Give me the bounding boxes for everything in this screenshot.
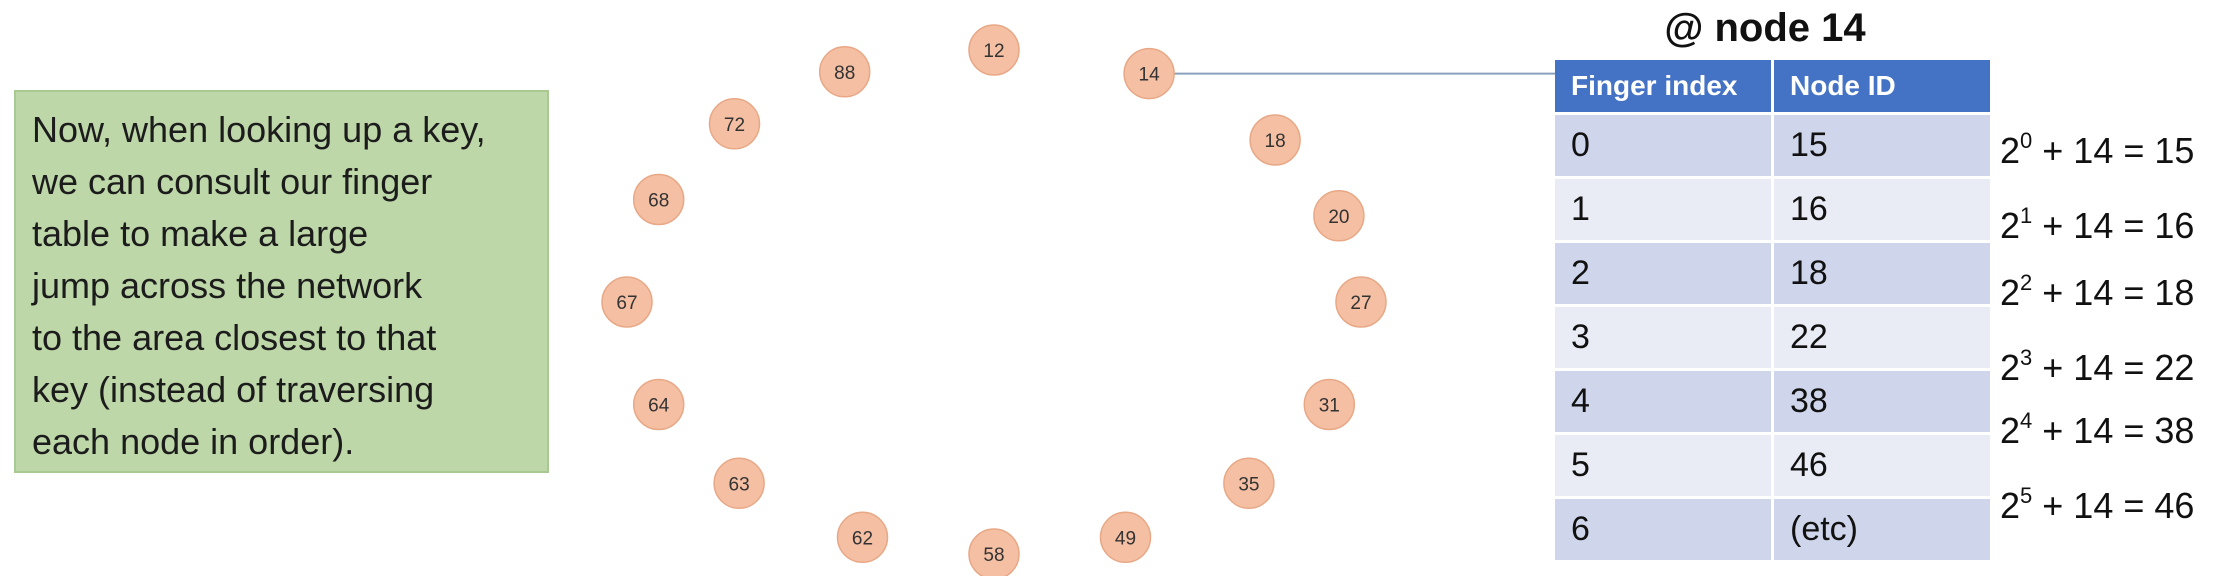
ring-node-label: 12 [983,41,1004,62]
ring-node-circle [968,528,1020,576]
table-row: 6 (etc) [1555,496,1993,560]
finger-index-cell: 3 [1555,304,1774,370]
table-row: 2 18 [1555,240,1993,306]
node-id-cell: 46 [1772,432,1993,498]
chord-ring-diagram: 12 14 18 20 27 31 35 49 58 62 63 64 67 68 72 88 [601,24,1555,576]
ring-node-20: 20 [1313,190,1365,242]
ring-node-circle [1249,114,1301,166]
ring-node-circle [713,457,765,510]
ring-node-63: 63 [713,457,765,510]
ring-node-label: 67 [616,293,637,314]
ring-node-label: 49 [1115,528,1136,549]
ring-node-circle [1123,47,1175,100]
ring-node-35: 35 [1223,457,1275,510]
ring-node-18: 18 [1249,114,1301,166]
ring-node-circle [1099,511,1152,564]
ring-node-label: 27 [1350,293,1371,314]
ring-node-label: 18 [1265,131,1286,152]
node-id-cell: (etc) [1772,496,1993,560]
finger-index-cell: 6 [1555,496,1774,560]
ring-node-label: 31 [1319,396,1340,417]
finger-formula: 25 + 14 = 46 [2000,483,2195,526]
note-line: each node in order). [32,421,355,462]
ring-node-label: 72 [724,115,745,136]
ring-node-62: 62 [836,511,889,564]
ring-node-67: 67 [601,276,653,328]
ring-node-circle [968,24,1020,76]
ring-node-label: 88 [834,63,855,84]
ring-node-label: 62 [852,528,873,549]
ring-node-circle [818,46,871,98]
explanation-note: Now, when looking up a key, we can consu… [14,90,549,473]
table-row: 3 22 [1555,304,1993,370]
ring-node-circle [601,276,653,328]
note-line: Now, when looking up a key, [32,109,486,150]
note-line: table to make a large [32,213,369,254]
ring-node-31: 31 [1303,378,1356,431]
ring-node-14: 14 [1123,47,1175,100]
ring-node-circle [632,173,685,226]
ring-node-circle [836,511,889,564]
header-finger-index: Finger index [1555,60,1774,114]
table-row: 5 46 [1555,432,1993,498]
ring-node-circle [1303,378,1356,431]
ring-node-49: 49 [1099,511,1152,564]
table-row: 1 16 [1555,176,1993,242]
ring-node-label: 14 [1139,65,1161,86]
ring-node-27: 27 [1335,276,1387,328]
finger-index-cell: 1 [1555,176,1774,242]
ring-node-72: 72 [708,98,761,150]
ring-node-label: 35 [1238,474,1259,495]
node-id-cell: 16 [1772,176,1993,242]
ring-node-circle [632,378,685,431]
table-row: 0 15 [1555,112,1993,178]
node-id-cell: 38 [1772,368,1993,434]
ring-node-58: 58 [968,528,1020,576]
finger-formula: 21 + 14 = 16 [2000,203,2195,246]
note-line: we can consult our finger [32,161,433,202]
finger-formula: 22 + 14 = 18 [2000,270,2195,313]
finger-table-header-row: Finger index Node ID [1555,60,1993,114]
finger-formula: 24 + 14 = 38 [2000,408,2195,451]
ring-node-68: 68 [632,173,685,226]
ring-node-label: 68 [648,191,669,212]
table-row: 4 38 [1555,368,1993,434]
ring-node-circle [708,98,761,150]
node-id-cell: 22 [1772,304,1993,370]
ring-node-label: 20 [1328,207,1349,228]
note-line: jump across the network [32,265,423,306]
ring-node-circle [1313,190,1365,242]
ring-node-12: 12 [968,24,1020,76]
ring-node-circle [1223,457,1275,510]
ring-node-circle [1335,276,1387,328]
finger-table-title: @ node 14 [1664,6,1866,50]
note-line: to the area closest to that [32,317,437,358]
finger-formula: 23 + 14 = 22 [2000,345,2195,388]
ring-node-label: 63 [729,474,750,495]
header-node-id: Node ID [1772,60,1993,114]
finger-index-cell: 4 [1555,368,1774,434]
ring-node-88: 88 [818,46,871,98]
note-line: key (instead of traversing [32,369,435,410]
finger-index-cell: 5 [1555,432,1774,498]
finger-index-cell: 0 [1555,112,1774,178]
node-id-cell: 18 [1772,240,1993,306]
ring-node-64: 64 [632,378,685,431]
finger-table: Finger index Node ID 0 15 1 16 2 18 3 22… [1555,60,1993,560]
finger-index-cell: 2 [1555,240,1774,306]
finger-formula: 20 + 14 = 15 [2000,128,2195,171]
ring-node-label: 58 [983,545,1004,566]
ring-node-label: 64 [648,396,670,417]
node-id-cell: 15 [1772,112,1993,178]
